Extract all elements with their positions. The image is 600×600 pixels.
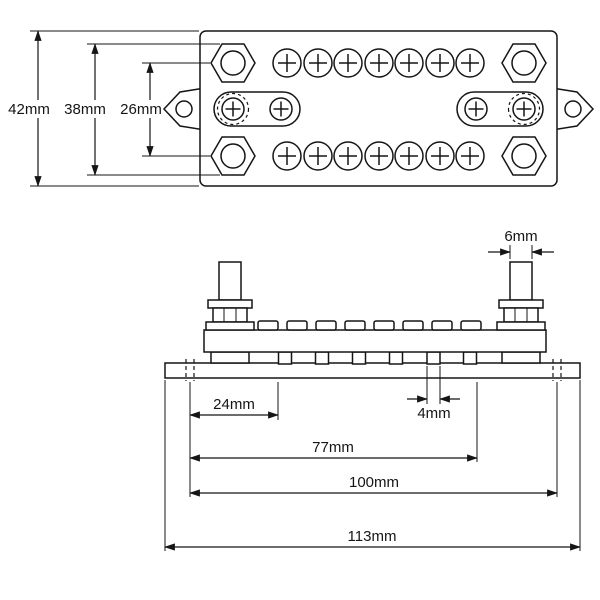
mounting-hole-right	[552, 359, 562, 381]
busbar-body-side	[203, 329, 547, 353]
dim-label-6mm: 6mm	[504, 228, 537, 245]
dim-label-4mm: 4mm	[417, 405, 450, 422]
terminal-stud-left	[205, 261, 255, 331]
dimension-26mm: 26mm	[119, 62, 210, 157]
pedestal-right	[501, 351, 541, 364]
terminal-screw-heads	[257, 320, 482, 331]
dim-label-24mm: 24mm	[213, 396, 255, 413]
dimension-77mm: 77mm	[189, 382, 478, 462]
dim-label-113mm: 113mm	[348, 528, 397, 545]
dimension-38mm: 38mm	[63, 43, 220, 176]
pedestal-left	[210, 351, 250, 364]
dimension-42mm: 42mm	[7, 30, 199, 187]
busbar-body-top	[199, 30, 558, 187]
dim-label-100mm: 100mm	[349, 474, 399, 491]
dimension-4mm: 4mm	[407, 366, 460, 422]
terminal-stud-right	[496, 261, 546, 331]
top-view: 42mm 38mm 26mm	[7, 30, 594, 187]
dimension-6mm: 6mm	[488, 228, 554, 259]
mid-terminal-left	[214, 92, 300, 126]
dimension-24mm: 24mm	[189, 382, 279, 497]
mounting-hole-left	[185, 359, 195, 381]
mounting-ear-left-icon	[163, 87, 206, 131]
contact-pins	[277, 351, 478, 365]
mounting-ear-right-icon	[551, 87, 594, 131]
mid-terminal-right	[457, 92, 543, 126]
dim-label-77mm: 77mm	[312, 439, 354, 456]
dim-label-42mm: 42mm	[8, 101, 50, 118]
side-view: 6mm 24mm 4mm 77mm 100mm	[164, 228, 581, 551]
dim-label-26mm: 26mm	[120, 101, 162, 118]
dimension-113mm: 113mm	[164, 380, 581, 551]
dim-label-38mm: 38mm	[64, 101, 106, 118]
mounting-base	[164, 362, 581, 379]
dimension-100mm: 100mm	[189, 382, 558, 497]
